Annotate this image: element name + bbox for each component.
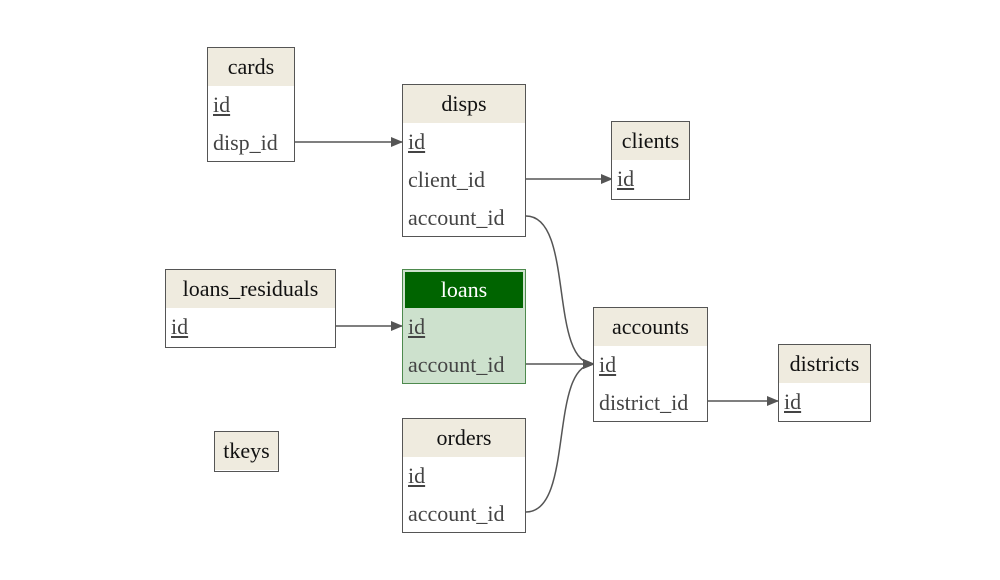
table-loans-residuals[interactable]: loans_residuals id <box>165 269 336 348</box>
table-title: disps <box>403 85 525 123</box>
table-title: accounts <box>594 308 707 346</box>
field-id: id <box>213 92 231 117</box>
table-title: loans <box>405 272 523 308</box>
field-client-id: client_id <box>408 167 485 192</box>
edge-orders-accounts <box>525 359 595 513</box>
table-title: districts <box>779 345 870 383</box>
field-id: id <box>408 463 426 488</box>
field-account-id: account_id <box>408 352 505 377</box>
field-district-id: district_id <box>599 390 689 415</box>
table-title: loans_residuals <box>166 270 335 308</box>
field-disp-id: disp_id <box>213 130 278 155</box>
table-tkeys[interactable]: tkeys <box>214 431 279 472</box>
table-cards[interactable]: cards id disp_id <box>207 47 295 162</box>
edge-disps-accounts <box>525 215 595 369</box>
field-account-id: account_id <box>408 501 505 526</box>
table-clients[interactable]: clients id <box>611 121 690 200</box>
table-orders[interactable]: orders id account_id <box>402 418 526 533</box>
table-title: tkeys <box>215 432 278 470</box>
field-id: id <box>617 166 635 191</box>
table-disps[interactable]: disps id client_id account_id <box>402 84 526 237</box>
field-id: id <box>171 314 189 339</box>
field-account-id: account_id <box>408 205 505 230</box>
field-id: id <box>408 129 426 154</box>
table-title: clients <box>612 122 689 160</box>
table-accounts[interactable]: accounts id district_id <box>593 307 708 422</box>
table-districts[interactable]: districts id <box>778 344 871 422</box>
table-title: cards <box>208 48 294 86</box>
table-loans[interactable]: loans id account_id <box>402 269 526 384</box>
field-id: id <box>784 389 802 414</box>
field-id: id <box>408 314 426 339</box>
field-id: id <box>599 352 617 377</box>
table-title: orders <box>403 419 525 457</box>
